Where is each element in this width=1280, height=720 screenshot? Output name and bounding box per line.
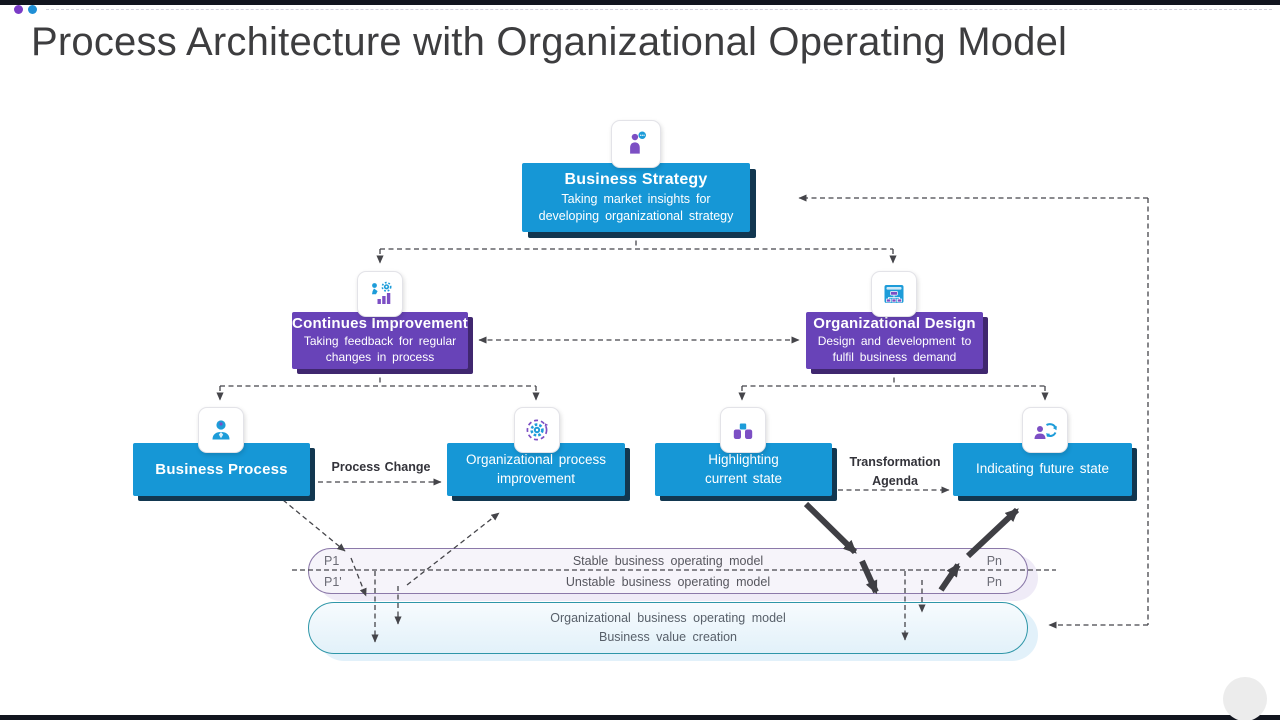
unstable-row: P1' Unstable business operating model Pn [309, 572, 1027, 593]
stable-row: P1 Stable business operating model Pn [309, 551, 1027, 572]
future-state-title: Indicating future state [975, 461, 1110, 477]
stable-start-label: P1 [324, 554, 340, 568]
bottom-accent-bar [0, 715, 1280, 720]
organizational-design-title: Organizational Design [813, 315, 976, 333]
node-business-strategy: Business Strategy Taking market insights… [522, 163, 750, 232]
unstable-label: Unstable business operating model [565, 575, 771, 589]
header-blue-dot-icon [28, 5, 37, 14]
unstable-start-label: P1' [324, 575, 342, 589]
business-strategy-title: Business Strategy [564, 171, 708, 188]
gear-cycle-icon [514, 407, 560, 453]
org-operating-model-line2: Business value creation [598, 630, 738, 644]
org-operating-model-band: Organizational business operating model … [308, 602, 1028, 654]
stable-label: Stable business operating model [572, 554, 764, 568]
header-purple-dot-icon [14, 5, 23, 14]
org-chart-icon [871, 271, 917, 317]
organizational-design-desc: Design and development to fulfil busines… [817, 334, 972, 364]
continues-improvement-title: Continues Improvement [292, 315, 468, 333]
process-change-label: Process Change [331, 460, 431, 474]
node-organizational-design: Organizational Design Design and develop… [806, 312, 983, 369]
person-avatar-icon [198, 407, 244, 453]
org-operating-model-line1: Organizational business operating model [550, 611, 786, 625]
stable-unstable-band: P1 Stable business operating model Pn P1… [308, 548, 1028, 594]
page-title: Process Architecture with Organizational… [31, 20, 1068, 64]
stable-end-label: Pn [986, 554, 1002, 568]
continues-improvement-desc: Taking feedback for regular changes in p… [303, 334, 457, 364]
corner-watermark-circle [1223, 677, 1267, 720]
unstable-end-label: Pn [986, 575, 1002, 589]
edge-bp-to-stable [282, 499, 346, 552]
business-strategy-desc: Taking market insights for developing or… [538, 192, 734, 223]
node-continues-improvement: Continues Improvement Taking feedback fo… [292, 312, 468, 369]
person-refresh-icon [1022, 407, 1068, 453]
person-chat-icon [611, 120, 661, 168]
current-state-title: Highlighting current state [704, 452, 783, 486]
top-accent-bar [0, 0, 1280, 5]
bold-current-to-stable [803, 501, 858, 555]
business-process-title: Business Process [155, 461, 288, 478]
growth-gear-icon [357, 271, 403, 317]
podium-icon [720, 407, 766, 453]
process-improvement-title: Organizational process improvement [465, 452, 607, 486]
transformation-agenda-label: Transformation Agenda [849, 455, 941, 488]
header-dashed-divider [46, 9, 1272, 10]
